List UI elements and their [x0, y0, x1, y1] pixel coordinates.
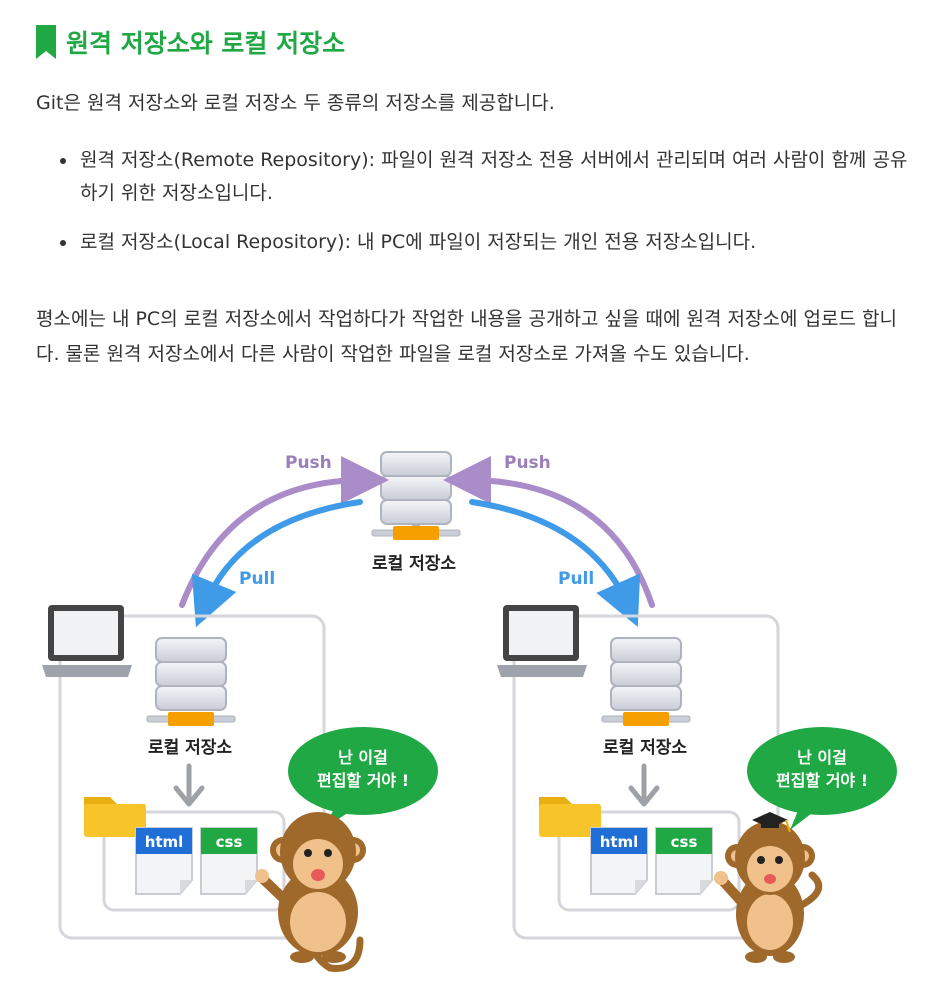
- diagram-canvas: 로컬 저장소 Push Push Pull Pull 로컬 저장소: [42, 451, 897, 972]
- push-label-left: Push: [285, 453, 332, 473]
- right-bubble-line2: 편집할 거야 !: [776, 771, 868, 790]
- css-file-icon: [655, 827, 713, 895]
- section-heading: 원격 저장소와 로컬 저장소: [36, 22, 345, 62]
- local-server-icon: [146, 637, 236, 726]
- monkey-icon: [255, 812, 366, 972]
- list-item-local: 로컬 저장소(Local Repository): 내 PC에 파일이 저장되는…: [60, 226, 910, 259]
- workflow-paragraph: 평소에는 내 PC의 로컬 저장소에서 작업하다가 작업한 내용을 공개하고 싶…: [36, 308, 897, 365]
- pull-arrow-right: [469, 499, 641, 627]
- right-html-label: html: [600, 833, 639, 851]
- right-bubble-line1: 난 이걸: [797, 748, 847, 767]
- local-server-icon: [601, 637, 691, 726]
- left-pc-group: 로컬 저장소 html css 난 이걸: [42, 605, 438, 972]
- down-arrow-icon: [628, 763, 660, 807]
- speech-bubble: [747, 727, 897, 830]
- left-html-label: html: [145, 833, 184, 851]
- folder-icon: [539, 797, 601, 837]
- laptop-icon: [497, 605, 587, 677]
- top-server-label: 로컬 저장소: [372, 554, 456, 574]
- pull-label-left: Pull: [239, 569, 275, 589]
- right-css-label: css: [671, 833, 698, 851]
- left-bubble-line1: 난 이걸: [338, 748, 388, 767]
- html-file-icon: [590, 827, 648, 895]
- pull-label-right: Pull: [558, 569, 594, 589]
- pull-arrow-left: [191, 499, 363, 628]
- left-css-label: css: [216, 833, 243, 851]
- left-bubble-line2: 편집할 거야 !: [317, 771, 409, 790]
- remote-server-icon: [371, 451, 461, 540]
- push-label-right: Push: [504, 453, 551, 473]
- git-repository-diagram: 로컬 저장소 Push Push Pull Pull 로컬 저장소: [0, 420, 928, 981]
- down-arrow-icon: [173, 763, 205, 807]
- list-item-remote: 원격 저장소(Remote Repository): 파일이 원격 저장소 전용…: [60, 144, 910, 210]
- laptop-icon: [42, 605, 132, 677]
- right-server-label: 로컬 저장소: [603, 738, 687, 758]
- repository-list: 원격 저장소(Remote Repository): 파일이 원격 저장소 전용…: [60, 144, 910, 275]
- html-file-icon: [135, 827, 193, 895]
- right-pc-group: 로컬 저장소 html css 난 이걸 편집할 거야 !: [497, 605, 897, 963]
- left-server-label: 로컬 저장소: [148, 738, 232, 758]
- monkey-graduate-icon: [714, 812, 823, 963]
- folder-icon: [84, 797, 146, 837]
- css-file-icon: [200, 827, 258, 895]
- bookmark-icon: [36, 25, 56, 59]
- page-title: 원격 저장소와 로컬 저장소: [66, 29, 346, 58]
- intro-text: Git은 원격 저장소와 로컬 저장소 두 종류의 저장소를 제공합니다.: [36, 92, 555, 114]
